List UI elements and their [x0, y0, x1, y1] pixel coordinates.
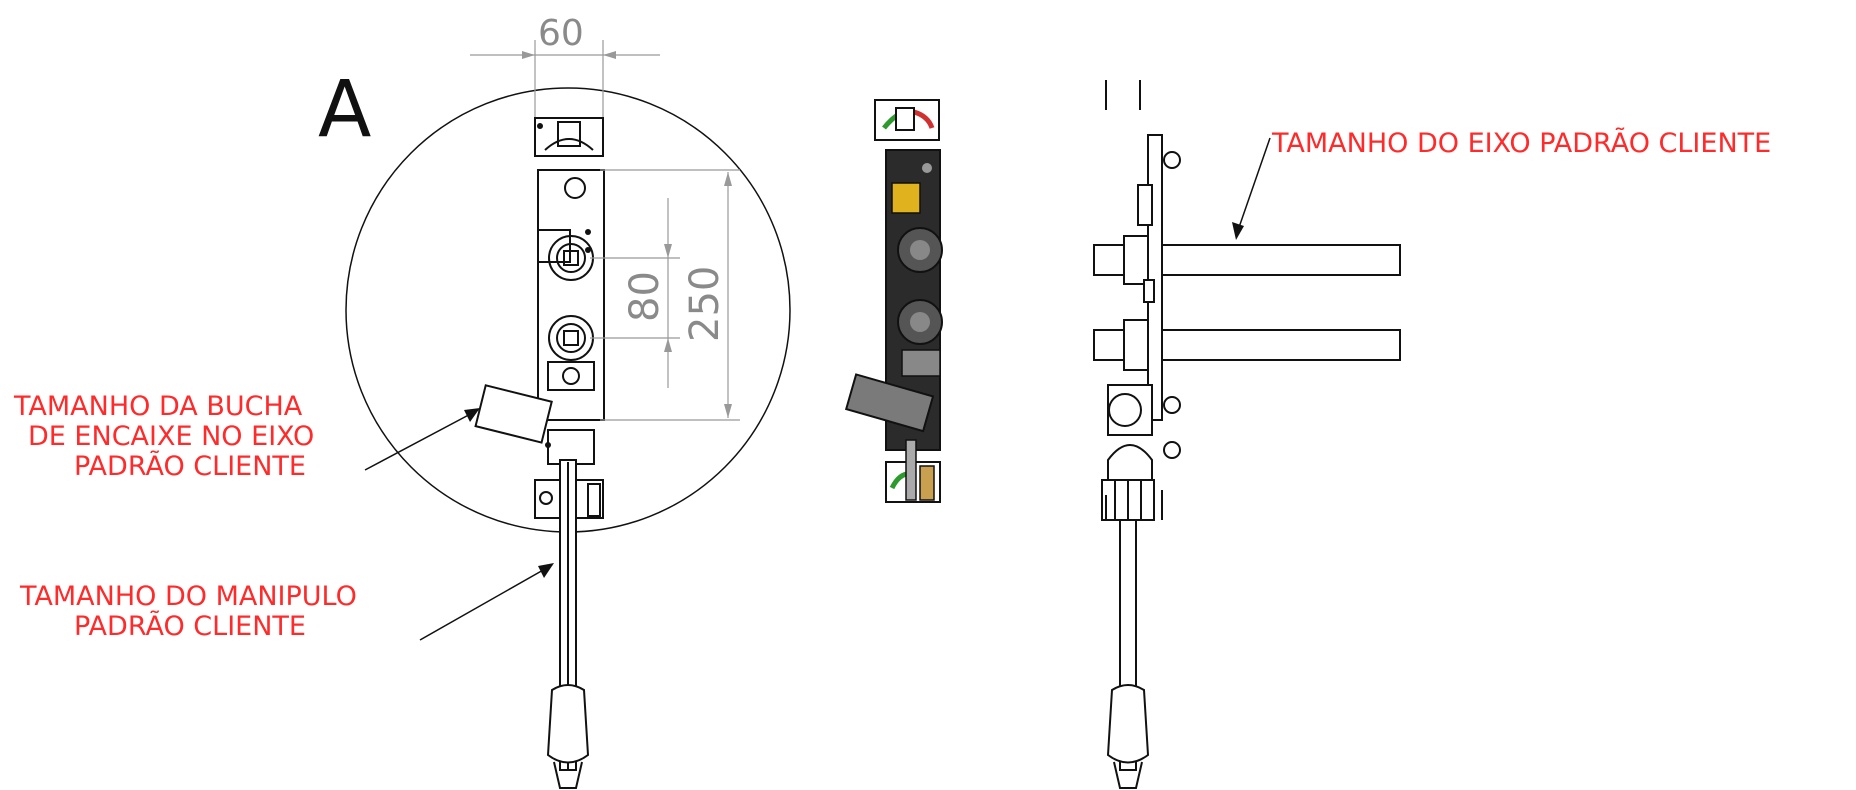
- note-handle-line2: PADRÃO CLIENTE: [74, 610, 306, 642]
- front-view: A 60: [318, 13, 791, 789]
- note-handle-line1: TAMANHO DO MANIPULO: [19, 581, 357, 612]
- dimension-spacing: 80: [622, 271, 668, 322]
- dimension-height: 250: [682, 266, 728, 342]
- side-view: [1093, 80, 1401, 789]
- dimension-width: 60: [538, 13, 584, 54]
- note-axis: TAMANHO DO EIXO PADRÃO CLIENTE: [1271, 127, 1771, 159]
- note-bushing-line1: TAMANHO DA BUCHA: [13, 391, 303, 422]
- annotations: TAMANHO DO EIXO PADRÃO CLIENTE TAMANHO D…: [13, 127, 1771, 642]
- note-bushing-line3: PADRÃO CLIENTE: [74, 450, 306, 482]
- detail-label: A: [318, 65, 371, 155]
- note-bushing-line2: DE ENCAIXE NO EIXO: [28, 421, 314, 452]
- shaded-view: [844, 99, 943, 503]
